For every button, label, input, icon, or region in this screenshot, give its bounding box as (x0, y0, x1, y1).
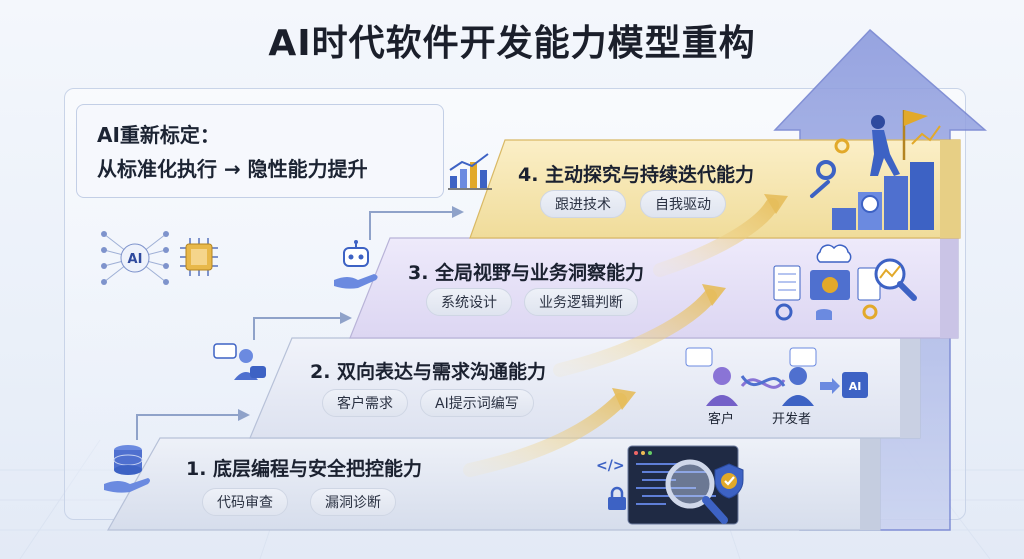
customer-label: 客户 (708, 408, 734, 427)
step-3-title: 3. 全局视野与业务洞察能力 (408, 258, 644, 285)
gear-icon (836, 140, 848, 152)
chat-person-icon (212, 340, 268, 386)
step-1-face (108, 438, 880, 530)
lock-icon (606, 486, 628, 512)
step-3-tag-2: 业务逻辑判断 (524, 288, 638, 316)
robot-hand-icon (330, 240, 384, 292)
ai-chip-icon (178, 236, 220, 278)
step-4-title: 4. 主动探究与持续迭代能力 (518, 160, 754, 187)
intro-line-2: 从标准化执行 → 隐性能力提升 (97, 153, 368, 182)
developer-icon (782, 367, 814, 406)
ai-chip-text: AI (849, 380, 862, 393)
gear-icon (777, 305, 791, 319)
step-3-tag-1: 系统设计 (426, 288, 512, 316)
bar-chart-icon (446, 152, 494, 192)
step-2-tag-1: 客户需求 (322, 389, 408, 417)
shield-check-icon (712, 462, 746, 500)
gear-icon (818, 162, 834, 178)
intro-box: AI重新标定： 从标准化执行 → 隐性能力提升 (76, 104, 444, 198)
step-2-tag-2: AI提示词编写 (420, 389, 534, 417)
step-1-tag-2: 漏洞诊断 (310, 488, 396, 516)
customer-icon (706, 367, 738, 406)
step-4-tag-2: 自我驱动 (640, 190, 726, 218)
ai-network-text: AI (128, 252, 143, 267)
code-icon: </> (596, 458, 625, 474)
comm-diagram: AI (680, 346, 880, 408)
developer-label: 开发者 (772, 408, 811, 427)
step-4-tag-1: 跟进技术 (540, 190, 626, 218)
database-hand-icon (100, 440, 156, 496)
climbing-person-icon (808, 104, 948, 234)
step-1-title: 1. 底层编程与安全把控能力 (186, 454, 422, 481)
system-architecture-icon (770, 240, 920, 326)
ai-network-icon: AI (98, 226, 172, 290)
intro-line-1: AI重新标定： (97, 119, 220, 148)
step-2-title: 2. 双向表达与需求沟通能力 (310, 357, 546, 384)
step-1-tag-1: 代码审查 (202, 488, 288, 516)
